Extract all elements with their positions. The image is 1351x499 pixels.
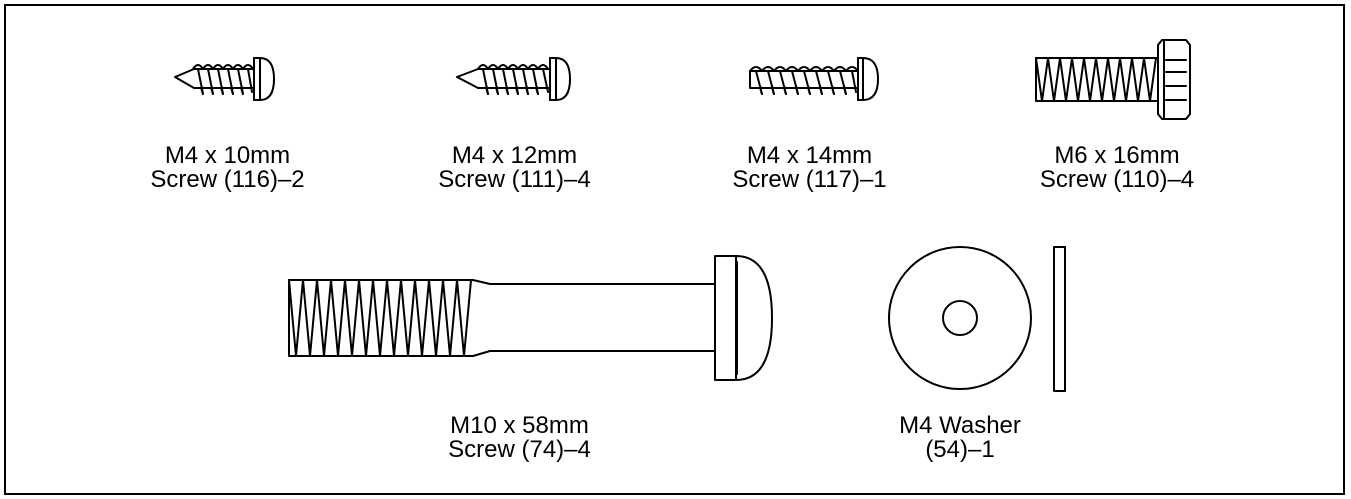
part-label-116: M4 x 10mm Screw (116)–2 bbox=[140, 144, 315, 192]
screw-111-drawing bbox=[456, 57, 571, 101]
part-size-110: M6 x 16mm bbox=[1054, 142, 1180, 169]
part-desc-111: Screw (111)–4 bbox=[438, 166, 591, 193]
screw-117-drawing bbox=[749, 57, 879, 101]
part-label-117: M4 x 14mm Screw (117)–1 bbox=[722, 144, 897, 192]
part-size-111: M4 x 12mm bbox=[451, 142, 578, 169]
part-label-74: M10 x 58mm Screw (74)–4 bbox=[432, 414, 607, 462]
part-desc-116: Screw (116)–2 bbox=[150, 166, 305, 193]
part-label-111: M4 x 12mm Screw (111)–4 bbox=[427, 144, 602, 192]
part-size-117: M4 x 14mm bbox=[746, 142, 873, 169]
screw-116-drawing bbox=[174, 57, 275, 101]
part-desc-74: Screw (74)–4 bbox=[448, 436, 591, 463]
part-size-54: M4 Washer bbox=[899, 412, 1021, 439]
screw-110-drawing bbox=[1035, 39, 1191, 120]
washer-54-drawing bbox=[888, 246, 1066, 392]
screw-74-drawing bbox=[288, 255, 773, 381]
part-label-54: M4 Washer (54)–1 bbox=[885, 414, 1035, 462]
part-desc-54: (54)–1 bbox=[925, 436, 995, 463]
part-size-74: M10 x 58mm bbox=[450, 412, 589, 439]
part-desc-110: Screw (110)–4 bbox=[1039, 166, 1195, 193]
parts-panel-frame bbox=[4, 4, 1345, 495]
part-desc-117: Screw (117)–1 bbox=[732, 166, 887, 193]
part-size-116: M4 x 10mm bbox=[164, 142, 291, 169]
part-label-110: M6 x 16mm Screw (110)–4 bbox=[1022, 144, 1212, 192]
